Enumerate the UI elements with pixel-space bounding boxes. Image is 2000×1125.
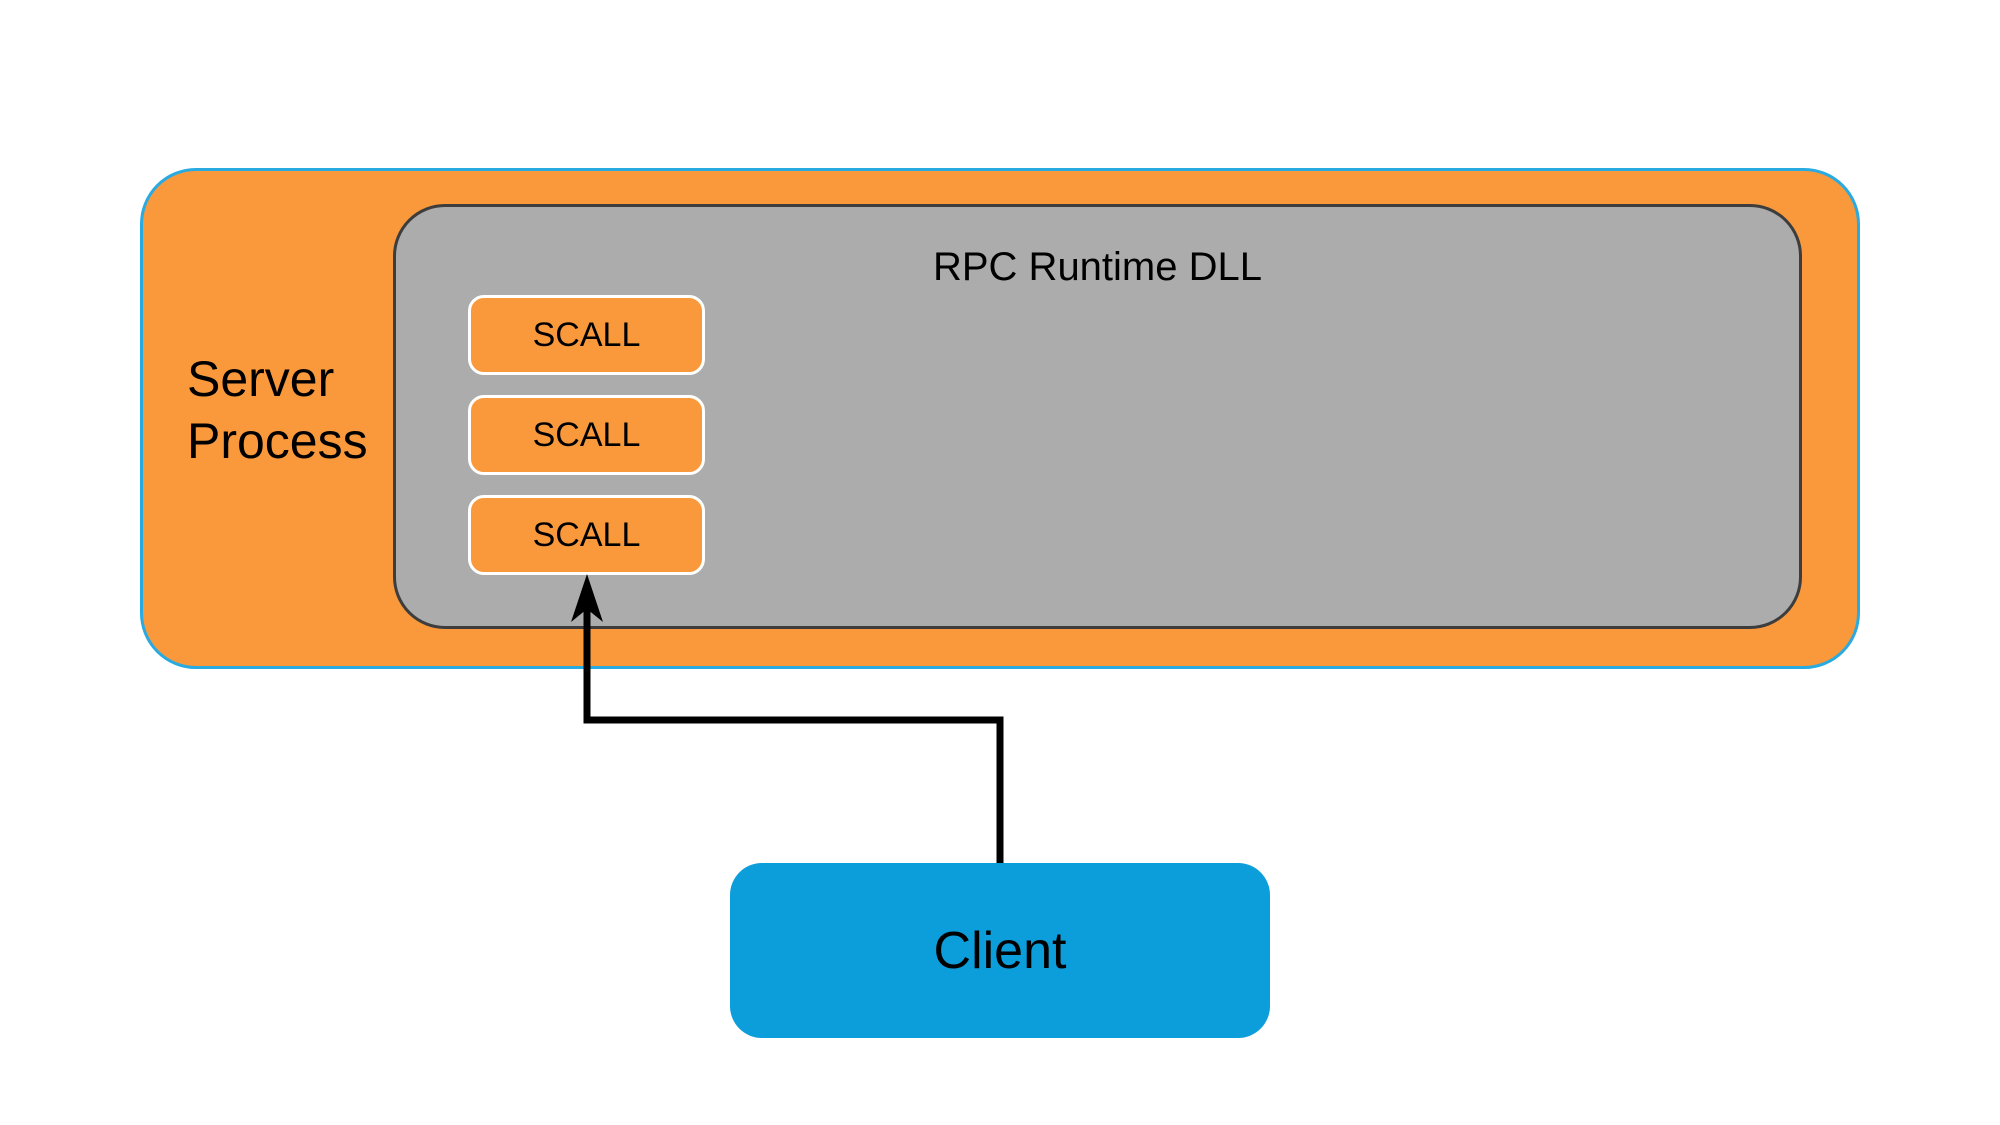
- scall-box-1: SCALL: [468, 295, 705, 375]
- client-box: Client: [730, 863, 1270, 1038]
- scall-box-2: SCALL: [468, 395, 705, 475]
- scall-box-3: SCALL: [468, 495, 705, 575]
- rpc-runtime-dll-label: RPC Runtime DLL: [932, 245, 1262, 289]
- server-process-label: Server Process: [187, 351, 368, 469]
